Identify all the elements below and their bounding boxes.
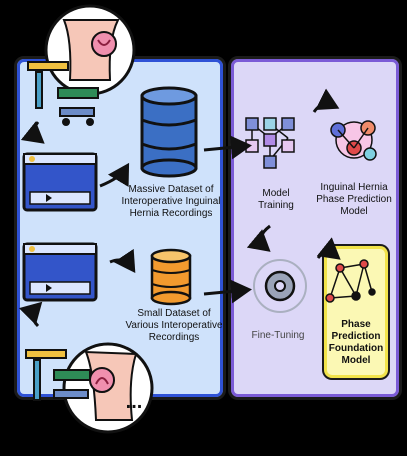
foundation-network-icon <box>325 259 376 303</box>
gear-icon <box>253 259 307 313</box>
hernia-model-label: Inguinal Hernia Phase Prediction Model <box>316 182 392 217</box>
surgery-scene-icon <box>27 4 136 126</box>
database-icon <box>140 86 198 178</box>
neural-network-icon <box>245 117 295 169</box>
model-training-label: Model Training <box>258 188 294 211</box>
video-player-icon <box>22 242 98 302</box>
right-panel <box>228 56 402 400</box>
database-icon <box>150 248 192 306</box>
fine-tuning-label: Fine-Tuning <box>251 330 305 341</box>
brain-network-icon <box>330 120 377 161</box>
video-player-icon <box>22 152 98 212</box>
foundation-model-label: Phase Prediction Foundation Model <box>328 319 384 366</box>
more-ellipsis: ... <box>125 391 143 413</box>
arrow-icon <box>18 88 341 328</box>
foundation-model-box: Phase Prediction Foundation Model <box>324 246 388 378</box>
massive-dataset-label: Massive Dataset of Interoperative Inguin… <box>121 184 221 219</box>
small-dataset-label: Small Dataset of Various Interoperative … <box>125 308 223 343</box>
surgery-scene-icon <box>25 342 154 434</box>
